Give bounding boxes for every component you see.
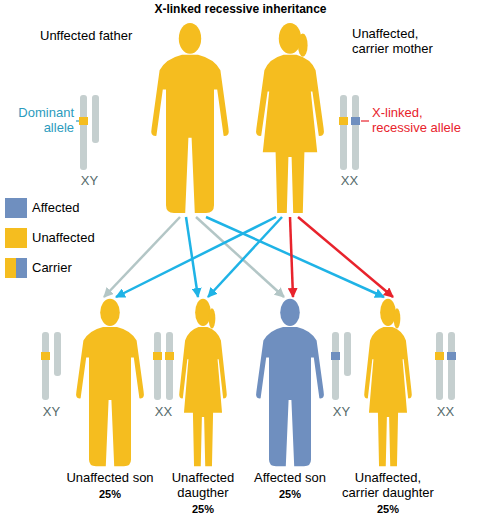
chromosome-label: XY	[322, 404, 362, 419]
chromosome-pair	[41, 332, 61, 400]
legend-swatch	[5, 198, 27, 218]
chromosome-label: XX	[426, 404, 466, 419]
chromosome-label: XX	[330, 173, 370, 188]
diagram-title: X-linked recessive inheritance	[0, 2, 481, 16]
allele-label: Dominant allele	[12, 105, 74, 135]
affected-son-node: Affected son 25%	[248, 298, 332, 501]
inheritance-arrow	[116, 217, 276, 297]
legend-text: Unaffected	[32, 230, 95, 245]
affected-son-figure	[256, 299, 324, 466]
legend-swatch	[5, 258, 27, 278]
probability-label: 25%	[336, 503, 440, 516]
chromosome-pair	[331, 332, 351, 400]
person-label: Unaffected, carrier mother	[352, 26, 457, 56]
son-figure	[76, 299, 144, 466]
father-figure	[151, 23, 228, 213]
person-label: Unaffected son	[66, 470, 154, 485]
inheritance-arrow	[290, 217, 293, 297]
chromosome-pair	[153, 332, 174, 400]
inheritance-arrow	[298, 217, 393, 297]
probability-label: 25%	[158, 503, 248, 516]
legend-text: Affected	[32, 200, 79, 215]
legend-text: Carrier	[32, 260, 72, 275]
legend-swatch	[5, 228, 27, 248]
probability-label: 25%	[66, 488, 154, 501]
chromosome-pair	[435, 332, 456, 400]
mother-figure	[256, 23, 324, 213]
inheritance-arrow	[196, 217, 284, 297]
person-label: Affected son	[248, 470, 332, 485]
chromosome-pair	[339, 95, 360, 170]
mother-node: Unaffected, carrier mother	[248, 20, 476, 215]
chromosome-pair	[79, 95, 99, 170]
person-label: Unaffected daugther	[158, 470, 248, 500]
leader-line	[76, 120, 79, 121]
carrier-daughter-figure-half	[388, 299, 412, 466]
allele-label: X-linked, recessive allele	[372, 105, 476, 135]
daughter-figure	[179, 299, 226, 466]
mother-figure-half	[290, 23, 324, 213]
inheritance-arrow	[208, 217, 282, 297]
chromosome-label: XX	[144, 404, 184, 419]
son-node: Unaffected son 25%	[66, 298, 154, 501]
person-label: Unaffected, carrier daughter	[336, 470, 440, 500]
leader-line	[361, 120, 369, 121]
carrier-daughter-node: Unaffected, carrier daughter 25%	[336, 298, 440, 516]
chromosome-label: XY	[32, 404, 72, 419]
inheritance-arrow	[206, 217, 384, 297]
probability-label: 25%	[248, 488, 332, 501]
carrier-daughter-figure	[364, 299, 411, 466]
chromosome-label: XY	[70, 173, 110, 188]
person-label: Unffected father	[40, 28, 160, 43]
